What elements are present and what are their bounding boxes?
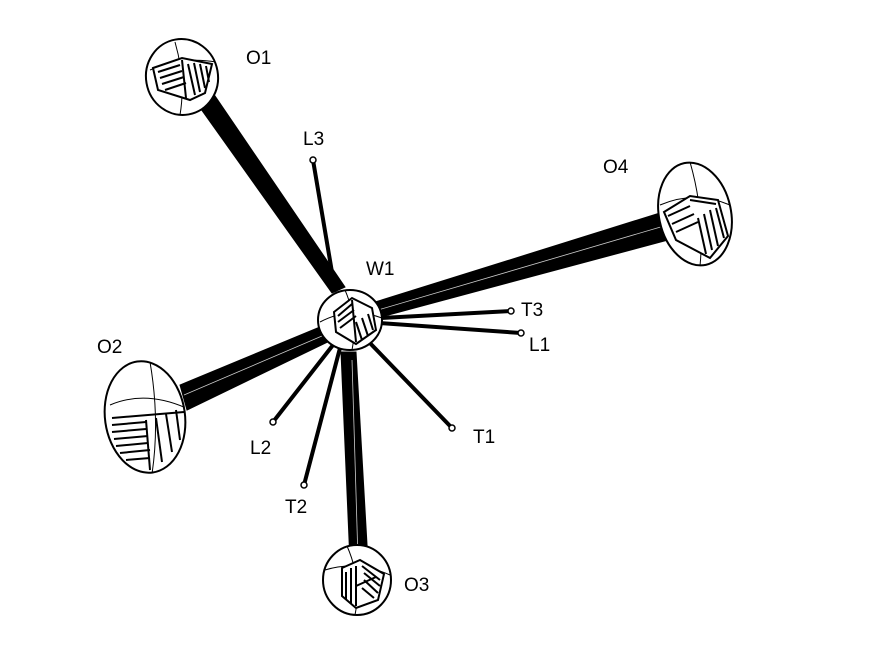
axis-line-l2: [271, 343, 335, 424]
label-o3: O3: [404, 575, 429, 596]
bond-w1-o1: [195, 92, 346, 294]
ellipsoid-w1: [317, 289, 383, 351]
ellipsoid-o3: [322, 544, 392, 616]
bonds: [179, 92, 669, 563]
label-o1: O1: [246, 48, 271, 69]
label-l3: L3: [303, 129, 324, 150]
label-o2: O2: [97, 337, 122, 358]
ellipsoid-o2: [103, 360, 187, 475]
axis-line-l1: [378, 321, 523, 335]
label-t3: T3: [521, 300, 543, 321]
ellipsoid-o1: [144, 38, 220, 116]
label-t2: T2: [285, 497, 307, 518]
labels: O1 O2 O3 O4 W1 L1 L2 L3 T1 T2 T3: [97, 48, 629, 596]
label-l2: L2: [250, 438, 271, 459]
label-w1: W1: [366, 259, 395, 280]
label-l1: L1: [529, 335, 550, 356]
axis-line-t2: [302, 346, 342, 487]
axis-end-dots: [269, 156, 525, 489]
ellipsoid-o4: [657, 161, 733, 267]
principal-axis-lines: [271, 158, 523, 487]
label-t1: T1: [473, 427, 495, 448]
bond-w1-o4: [371, 211, 669, 319]
bond-w1-o3: [340, 351, 369, 563]
axis-line-t1: [365, 338, 454, 430]
axis-line-t3: [378, 309, 513, 320]
label-o4: O4: [603, 157, 629, 178]
